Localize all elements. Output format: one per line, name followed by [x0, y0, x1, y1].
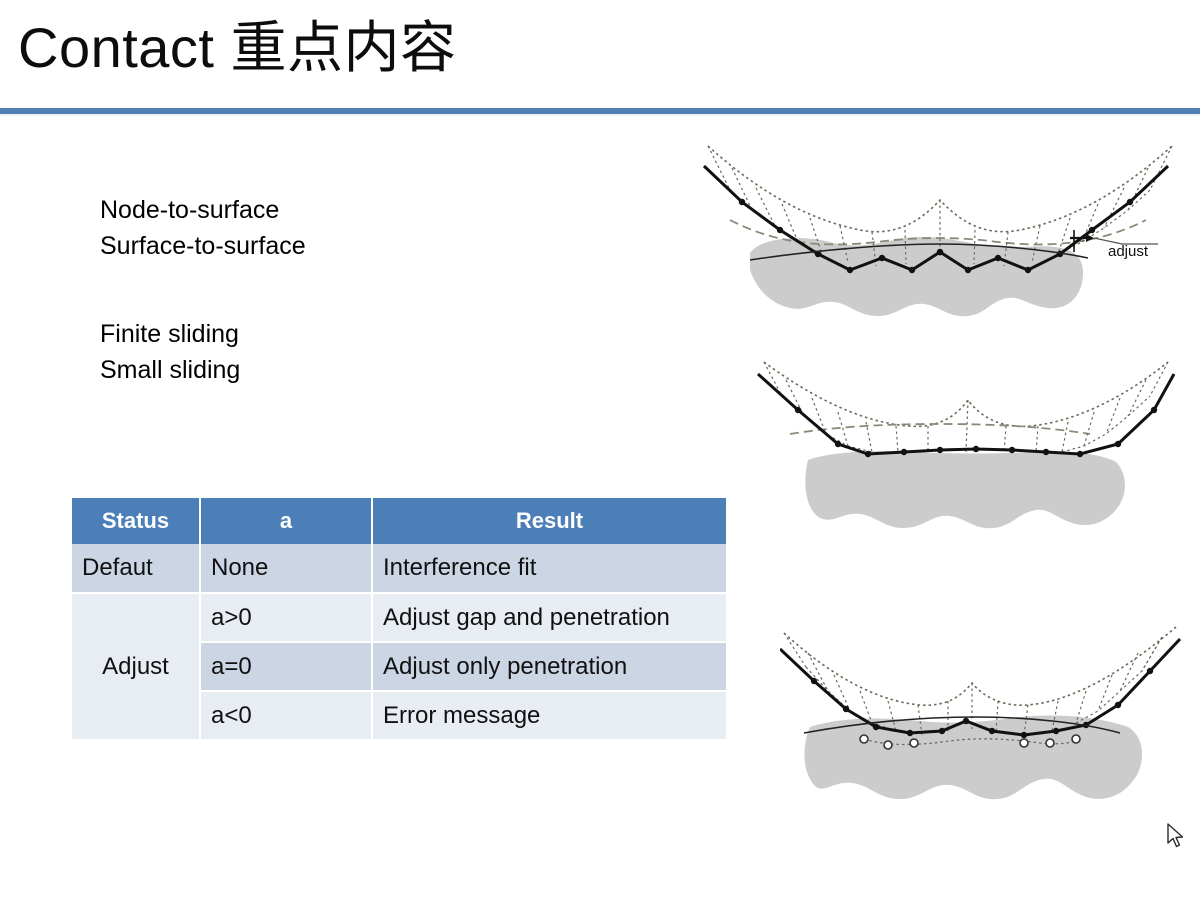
contact-penetration-diagram — [780, 626, 1182, 800]
cell-a-less-than-zero: a<0 — [200, 691, 373, 741]
intermediate-surface-dashed — [789, 423, 1091, 435]
title-divider — [0, 108, 1200, 114]
column-header-result: Result — [371, 498, 726, 544]
column-header-status: Status — [72, 498, 201, 544]
table-row: Adjust a>0 Adjust gap and penetration — [72, 593, 726, 741]
table-row: a<0 Error message — [72, 691, 726, 741]
contact-flattened-diagram — [756, 361, 1176, 529]
adjust-leader-line — [1093, 237, 1158, 245]
slave-surface-polyline — [756, 372, 1176, 456]
cell-result-adjust-gap-and-penetration: Adjust gap and penetration — [371, 593, 726, 643]
cell-status-adjust: Adjust — [72, 593, 201, 741]
cell-a-greater-than-zero: a>0 — [199, 593, 373, 643]
title-divider-shadow — [0, 114, 1200, 116]
penetrated-nodes — [859, 734, 1081, 750]
penetrated-node-path — [863, 738, 1081, 746]
master-surface-dotted — [763, 361, 1169, 428]
contact-reference-line — [749, 243, 1089, 261]
mesh-nodes — [794, 406, 1158, 458]
status-result-table: Status a Result Defaut None Interference… — [72, 498, 726, 741]
adjust-annotation-label: adjust — [1108, 243, 1149, 260]
page-title: Contact 重点内容 — [18, 16, 457, 79]
mesh-nodes — [810, 667, 1154, 739]
bullet-finite-sliding: Finite sliding — [100, 320, 239, 348]
cell-result-adjust-only-penetration: Adjust only penetration — [371, 642, 726, 692]
table-row: Defaut None Interference fit — [72, 544, 726, 594]
rigid-body-shape — [804, 715, 1143, 800]
contact-reference-line — [803, 716, 1121, 734]
column-header-a: a — [199, 498, 373, 544]
slave-surface-polyline — [780, 637, 1182, 737]
adjust-arrow-icon — [1070, 230, 1094, 252]
rigid-body-shape — [805, 451, 1125, 529]
cell-result-error-message: Error message — [371, 691, 726, 741]
bullet-surface-to-surface: Surface-to-surface — [100, 232, 306, 260]
mouse-pointer-icon — [1167, 823, 1184, 848]
table-row: a=0 Adjust only penetration — [72, 642, 726, 692]
bullet-small-sliding: Small sliding — [100, 356, 241, 384]
contact-adjust-diagram: adjust — [702, 145, 1173, 317]
cell-a-equals-zero: a=0 — [200, 642, 373, 692]
cell-status-defaut: Defaut — [72, 544, 201, 594]
cell-result-interference-fit: Interference fit — [371, 544, 726, 594]
mesh-nodes — [738, 198, 1134, 274]
bullet-node-to-surface: Node-to-surface — [100, 196, 280, 224]
table-header-row: Status a Result — [72, 498, 726, 544]
cell-a-none: None — [199, 544, 373, 594]
mesh-element-lines — [763, 361, 1169, 453]
